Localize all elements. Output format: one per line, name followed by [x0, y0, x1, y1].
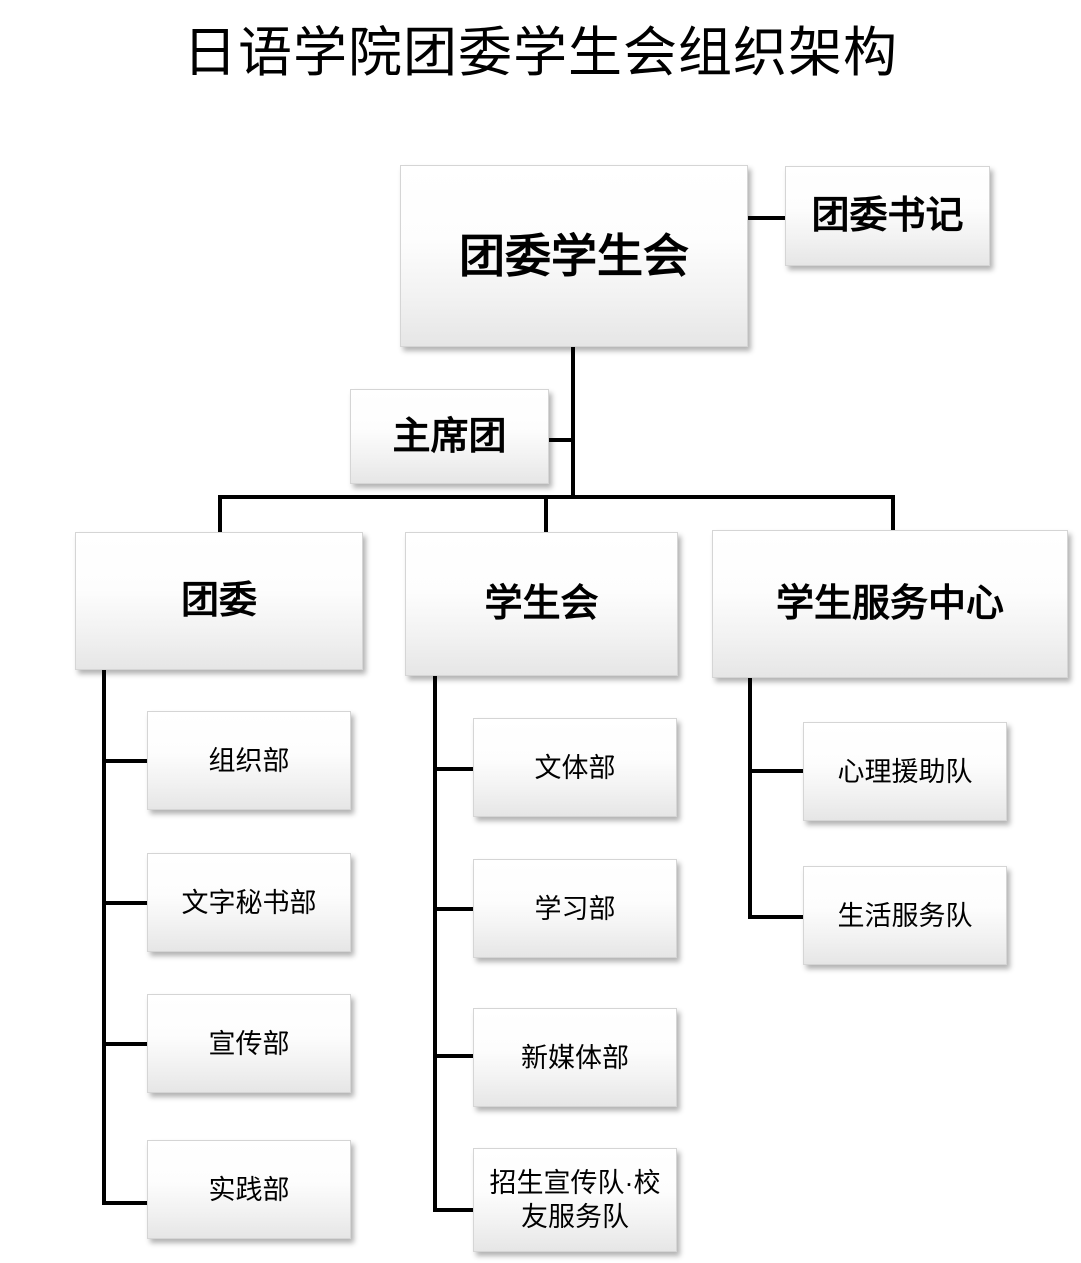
node-leaf-shenghuofuwudui-label: 生活服务队 — [837, 900, 973, 931]
node-branch-tuanwei[interactable]: 团委 — [75, 532, 363, 670]
node-branch-service-center[interactable]: 学生服务中心 — [712, 530, 1068, 678]
node-leaf-zhaosheng-xiaoyou-label: 招生宣传队·校 友服务队 — [489, 1168, 661, 1232]
connector-root-trunk — [571, 347, 575, 499]
node-leaf-zuzhibu-label: 组织部 — [208, 745, 290, 776]
node-leaf-shenghuofuwudui[interactable]: 生活服务队 — [803, 866, 1007, 965]
connector-branch-bus — [218, 495, 895, 499]
node-root[interactable]: 团委学生会 — [400, 165, 748, 347]
connector-stub-xsh-4 — [433, 1208, 474, 1212]
node-leaf-xuanchuanbu[interactable]: 宣传部 — [147, 994, 351, 1093]
connector-stub-tw-4 — [102, 1201, 148, 1205]
node-leaf-xuanchuanbu-label: 宣传部 — [208, 1028, 290, 1059]
node-leaf-shijianbu-label: 实践部 — [208, 1174, 290, 1205]
connector-stub-xsh-3 — [433, 1054, 474, 1058]
node-branch-tuanwei-label: 团委 — [180, 580, 257, 622]
connector-presidium-to-trunk — [549, 438, 573, 442]
connector-stub-xsc-2 — [748, 915, 804, 919]
node-branch-xueshenghui-label: 学生会 — [484, 583, 599, 625]
node-presidium[interactable]: 主席团 — [350, 389, 549, 484]
node-leaf-zhaosheng-xiaoyou[interactable]: 招生宣传队·校 友服务队 — [473, 1148, 677, 1252]
node-leaf-xinmeitibu[interactable]: 新媒体部 — [473, 1008, 677, 1107]
node-leaf-zuzhibu[interactable]: 组织部 — [147, 711, 351, 810]
node-root-label: 团委学生会 — [459, 230, 689, 282]
connector-stub-xsh-2 — [433, 907, 474, 911]
node-leaf-xuexibu-label: 学习部 — [534, 893, 616, 924]
node-leaf-xinliyuanzhudui-label: 心理援助队 — [837, 756, 973, 787]
node-secretary[interactable]: 团委书记 — [785, 166, 990, 266]
page-title: 日语学院团委学生会组织架构 — [183, 23, 898, 83]
node-presidium-label: 主席团 — [392, 415, 507, 458]
node-leaf-xinliyuanzhudui[interactable]: 心理援助队 — [803, 722, 1007, 821]
node-secretary-label: 团委书记 — [811, 195, 964, 237]
node-leaf-xuexibu[interactable]: 学习部 — [473, 859, 677, 958]
node-leaf-wenzimishubu[interactable]: 文字秘书部 — [147, 853, 351, 952]
node-leaf-shijianbu[interactable]: 实践部 — [147, 1140, 351, 1239]
node-leaf-wenzimishubu-label: 文字秘书部 — [181, 887, 317, 918]
connector-stub-xsh-1 — [433, 767, 474, 771]
node-branch-service-center-label: 学生服务中心 — [775, 583, 1004, 625]
node-leaf-xinmeitibu-label: 新媒体部 — [521, 1042, 629, 1073]
node-branch-xueshenghui[interactable]: 学生会 — [405, 532, 678, 676]
connector-drop-branch-2 — [544, 495, 548, 532]
node-leaf-wentibu-label: 文体部 — [534, 752, 616, 783]
connector-spine-branch-2 — [433, 676, 437, 1212]
connector-drop-branch-3 — [891, 495, 895, 532]
connector-spine-branch-3 — [748, 678, 752, 919]
connector-root-to-secretary — [748, 216, 785, 220]
connector-drop-branch-1 — [218, 495, 222, 532]
connector-stub-tw-3 — [102, 1042, 148, 1046]
connector-stub-tw-1 — [102, 759, 148, 763]
node-leaf-wentibu[interactable]: 文体部 — [473, 718, 677, 817]
connector-stub-tw-2 — [102, 901, 148, 905]
connector-stub-xsc-1 — [748, 769, 804, 773]
connector-spine-branch-1 — [102, 670, 106, 1205]
